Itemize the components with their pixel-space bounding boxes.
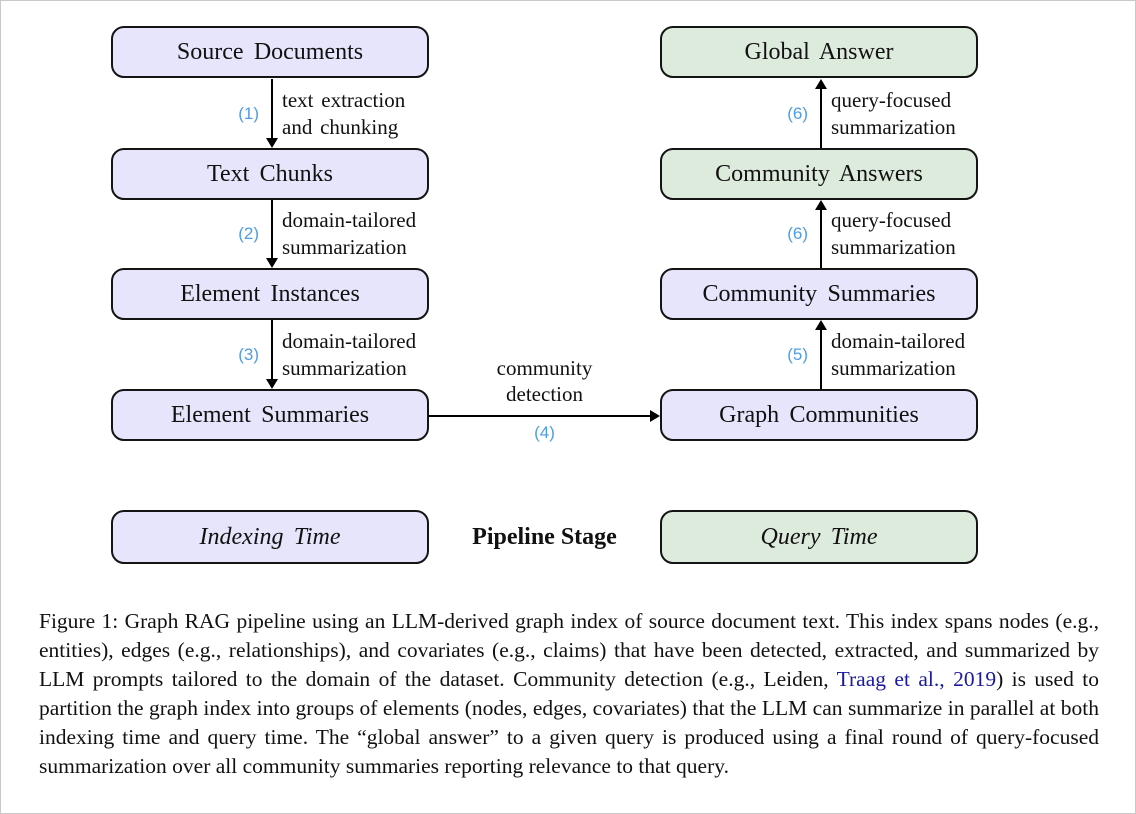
step-number-4: (4) (534, 423, 555, 442)
arrow-line (820, 209, 822, 268)
node-label: Community Summaries (702, 280, 936, 307)
arrow-line (820, 329, 822, 389)
edge-label-line: domain-tailored (282, 328, 417, 353)
edge-label: text extraction and chunking (282, 87, 405, 141)
citation-link[interactable]: Traag et al., 2019 (836, 666, 997, 691)
node-community-summaries: Community Summaries (660, 268, 978, 320)
edge-label: domain-tailored summarization (282, 328, 416, 382)
arrow-line (271, 79, 273, 139)
edge-label-line: domain-tailored (282, 208, 417, 232)
node-label: Graph Communities (719, 401, 919, 428)
edge-query-summarization-lower: (6) query-focused summarization (660, 200, 990, 268)
edge-domain-summarization-3: (3) domain-tailored summarization (111, 320, 441, 389)
step-number-3: (3) (238, 344, 259, 364)
arrowhead-up-icon (815, 79, 827, 89)
edge-label-line: community (496, 356, 593, 380)
arrowhead-down-icon (266, 258, 278, 268)
edge-community-detection: community detection (4) (429, 353, 660, 443)
edge-label-line: summarization (282, 355, 407, 380)
edge-label-line: text extraction (282, 87, 406, 112)
step-number-5: (5) (787, 344, 808, 364)
step-number-1: (1) (238, 103, 259, 123)
node-label: Source Documents (176, 38, 364, 65)
edge-label-line: summarization (831, 114, 956, 139)
figure-caption: Figure 1: Graph RAG pipeline using an LL… (39, 607, 1099, 781)
arrowhead-down-icon (266, 138, 278, 148)
edge-label-line: summarization (282, 235, 407, 259)
arrow-line (820, 88, 822, 148)
edge-text-extraction: (1) text extraction and chunking (111, 79, 441, 148)
edge-label-line: and chunking (282, 114, 399, 139)
node-label: Text Chunks (207, 160, 333, 187)
edge-label: query-focused summarization (831, 207, 956, 261)
legend-indexing-time: Indexing Time (111, 510, 429, 564)
node-community-answers: Community Answers (660, 148, 978, 200)
edge-label-line: summarization (831, 355, 956, 380)
node-element-instances: Element Instances (111, 268, 429, 320)
edge-label: domain-tailored summarization (831, 328, 965, 382)
edge-query-summarization-upper: (6) query-focused summarization (660, 79, 990, 148)
node-global-answer: Global Answer (660, 26, 978, 78)
step-number-2: (2) (238, 224, 259, 243)
step-number-6b: (6) (787, 103, 808, 123)
node-label: Element Instances (180, 280, 360, 307)
legend-label: Pipeline Stage (472, 523, 617, 550)
legend-query-time: Query Time (660, 510, 978, 564)
arrow-line (271, 200, 273, 259)
edge-label-line: domain-tailored (831, 328, 966, 353)
arrow-line (271, 320, 273, 380)
arrowhead-up-icon (815, 200, 827, 210)
arrow-line (429, 415, 651, 417)
node-source-documents: Source Documents (111, 26, 429, 78)
step-number-6: (6) (787, 224, 808, 243)
edge-label-line: query-focused (831, 87, 952, 112)
node-label: Global Answer (744, 38, 894, 65)
legend-label: Query Time (760, 523, 878, 550)
arrowhead-up-icon (815, 320, 827, 330)
caption-text: ) is used to partition the graph index i… (39, 666, 1099, 778)
node-label: Community Answers (715, 160, 923, 187)
legend-pipeline-stage: Pipeline Stage (429, 510, 660, 564)
arrowhead-right-icon (650, 410, 660, 422)
arrowhead-down-icon (266, 379, 278, 389)
edge-label: query-focused summarization (831, 87, 956, 141)
node-text-chunks: Text Chunks (111, 148, 429, 200)
edge-label: domain-tailored summarization (282, 207, 416, 261)
node-graph-communities: Graph Communities (660, 389, 978, 441)
caption-text: Figure 1: Graph RAG pipeline using an LL… (39, 608, 1099, 691)
legend-label: Indexing Time (199, 523, 341, 550)
node-label: Element Summaries (170, 401, 370, 428)
edge-label: community detection (429, 355, 660, 407)
edge-label-line: detection (506, 382, 583, 406)
edge-label-line: query-focused (831, 208, 952, 232)
node-element-summaries: Element Summaries (111, 389, 429, 441)
edge-domain-summarization-2: (2) domain-tailored summarization (111, 200, 441, 268)
edge-domain-summarization-5: (5) domain-tailored summarization (660, 320, 990, 389)
edge-label-line: summarization (831, 235, 956, 259)
